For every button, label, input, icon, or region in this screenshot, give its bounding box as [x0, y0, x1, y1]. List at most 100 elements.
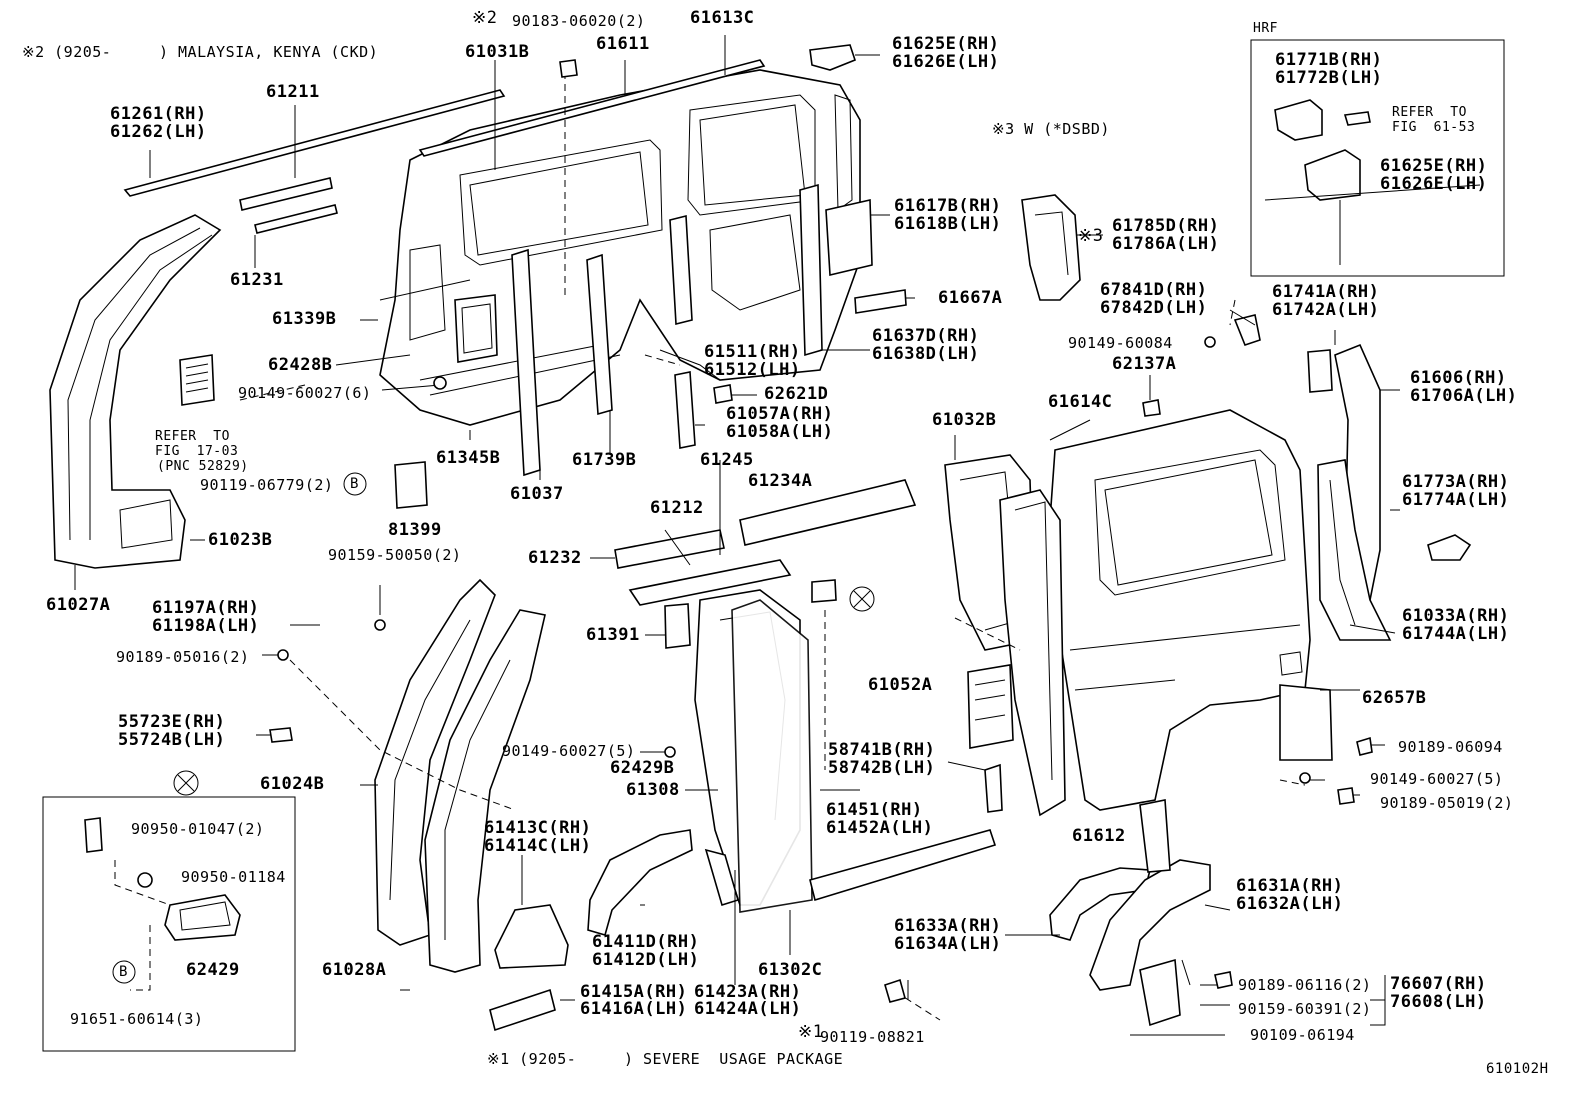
- part-label: 61632A(LH): [1236, 894, 1344, 914]
- part-label: 90149-60084: [1068, 334, 1173, 352]
- figure-number: 610102H: [1486, 1061, 1549, 1077]
- hrf-inset-parts: [1264, 99, 1481, 265]
- part-label: 61618B(LH): [894, 214, 1002, 234]
- part-label: 61411D(RH): [592, 932, 700, 952]
- part-label: 67842D(LH): [1100, 298, 1208, 318]
- part-label: 61212: [650, 498, 704, 518]
- part-label: 61037: [510, 484, 564, 504]
- part-label: 61741A(RH): [1272, 282, 1380, 302]
- part-label: 61308: [626, 780, 680, 800]
- center-pillar: [374, 578, 546, 973]
- refer-to-note-1-fig: FIG 17-03: [155, 444, 239, 459]
- part-label: 61637D(RH): [872, 326, 980, 346]
- part-label: 67841D(RH): [1100, 280, 1208, 300]
- note-severe-usage: ※1 (9205- ) SEVERE USAGE PACKAGE: [487, 1050, 844, 1068]
- part-label: 90119-06779(2): [200, 476, 334, 494]
- part-label: 90149-60027(5): [502, 742, 636, 760]
- part-label: 61633A(RH): [894, 916, 1002, 936]
- part-label: 62429: [186, 960, 240, 980]
- part-label: 61634A(LH): [894, 934, 1002, 954]
- part-label: 61345B: [436, 448, 501, 468]
- part-label: 61245: [700, 450, 754, 470]
- part-label: 90189-06094: [1398, 738, 1503, 756]
- part-label: 61667A: [938, 288, 1003, 308]
- roof-rails: [614, 479, 917, 606]
- part-label: 61638D(LH): [872, 344, 980, 364]
- refer-to-note-1-pnc: (PNC 52829): [157, 459, 249, 474]
- part-label: 76607(RH): [1390, 974, 1487, 994]
- part-label: 61052A: [868, 675, 933, 695]
- part-label: 61626E(LH): [1380, 174, 1488, 194]
- part-label: 61232: [528, 548, 582, 568]
- part-label: 61631A(RH): [1236, 876, 1344, 896]
- part-label: 61198A(LH): [152, 616, 260, 636]
- part-label: 61423A(RH): [694, 982, 802, 1002]
- part-label: 61625E(RH): [1380, 156, 1488, 176]
- mark-2: ※2: [472, 8, 498, 28]
- part-label: 61211: [266, 82, 320, 102]
- roof-corner-bracket: [1021, 194, 1261, 417]
- part-label: 61033A(RH): [1402, 606, 1510, 626]
- part-label: 90149-60027(5): [1370, 770, 1504, 788]
- refer-to-note-1: REFER TO: [155, 429, 230, 444]
- clip-detail-box: [42, 796, 296, 1052]
- part-label: 76608(LH): [1390, 992, 1487, 1012]
- part-label: 61511(RH): [704, 342, 801, 362]
- part-label: 90950-01047(2): [131, 820, 265, 838]
- part-label: 61611: [596, 34, 650, 54]
- part-label: 61415A(RH): [580, 982, 688, 1002]
- part-label: 61626E(LH): [892, 52, 1000, 72]
- circle-b-upper: B: [350, 476, 359, 492]
- part-label: 61744A(LH): [1402, 624, 1510, 644]
- part-label: 62428B: [268, 355, 333, 375]
- quarter-panel-right: [809, 409, 1311, 902]
- front-pillar-left: [49, 214, 222, 569]
- part-label: 90189-05016(2): [116, 648, 250, 666]
- hrf-inset-box: [1250, 39, 1505, 277]
- mark-3: ※3: [1078, 226, 1104, 246]
- part-label: 61416A(LH): [580, 999, 688, 1019]
- part-label: 61413C(RH): [484, 818, 592, 838]
- part-label: 91651-60614(3): [70, 1010, 204, 1028]
- part-label: 61031B: [465, 42, 530, 62]
- pillar-inner-parts: [489, 589, 813, 1032]
- part-label: 62621D: [764, 384, 829, 404]
- part-label: 55724B(LH): [118, 730, 226, 750]
- part-label: 61414C(LH): [484, 836, 592, 856]
- part-label: 61625E(RH): [892, 34, 1000, 54]
- part-label: 90950-01184: [181, 868, 286, 886]
- part-label: 61024B: [260, 774, 325, 794]
- part-label: 61614C: [1048, 392, 1113, 412]
- part-label: 61773A(RH): [1402, 472, 1510, 492]
- part-label: 61057A(RH): [726, 404, 834, 424]
- part-label: 61451(RH): [826, 800, 923, 820]
- part-label: 90109-06194: [1250, 1026, 1355, 1044]
- fasteners: [112, 59, 1373, 1003]
- part-label: 61742A(LH): [1272, 300, 1380, 320]
- hrf-label: HRF: [1253, 21, 1278, 36]
- part-label: 61452A(LH): [826, 818, 934, 838]
- part-label: 61424A(LH): [694, 999, 802, 1019]
- part-label: 61617B(RH): [894, 196, 1002, 216]
- part-label: 61197A(RH): [152, 598, 260, 618]
- rear-pillar-right: [1279, 343, 1472, 761]
- rear-pillars: [179, 183, 907, 509]
- part-label: 55723E(RH): [118, 712, 226, 732]
- part-label: 61028A: [322, 960, 387, 980]
- clip-detail-parts: [84, 817, 241, 991]
- note-dsbd: ※3 W (*DSBD): [992, 120, 1110, 138]
- part-label: 81399: [388, 520, 442, 540]
- crossed-circle-symbols: [173, 586, 875, 796]
- part-label: 58742B(LH): [828, 758, 936, 778]
- part-label: 62657B: [1362, 688, 1427, 708]
- part-label: 90119-08821: [820, 1028, 925, 1046]
- part-label: 61613C: [690, 8, 755, 28]
- part-label: 90159-60391(2): [1238, 1000, 1372, 1018]
- part-label: 62137A: [1112, 354, 1177, 374]
- part-label: 58741B(RH): [828, 740, 936, 760]
- part-label: 61339B: [272, 309, 337, 329]
- part-label: 61027A: [46, 595, 111, 615]
- part-label: 61612: [1072, 826, 1126, 846]
- part-label: 90189-05019(2): [1380, 794, 1514, 812]
